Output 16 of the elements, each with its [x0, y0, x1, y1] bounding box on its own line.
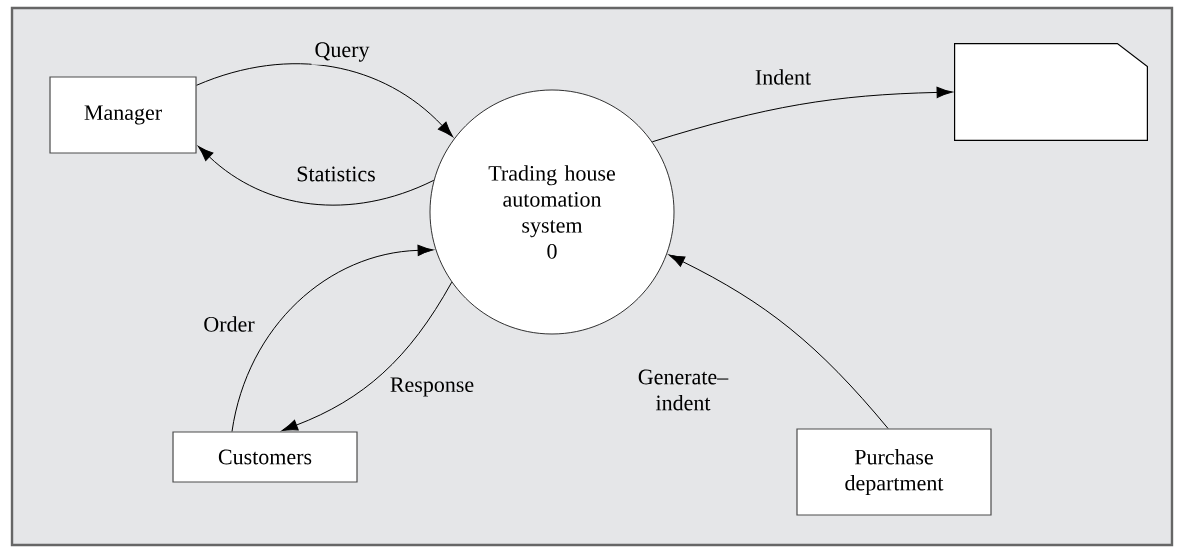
- arrow: [651, 86, 953, 143]
- edge-label: Indent: [751, 66, 815, 88]
- arrow: [196, 63, 454, 138]
- entity-box: Customers: [172, 431, 358, 483]
- edge-label: Query: [311, 39, 373, 65]
- edge-label: Order: [200, 313, 258, 335]
- entity-box: Manager: [49, 76, 197, 154]
- edge-label: Generate– indent: [630, 366, 736, 414]
- edge-label: Statistics: [293, 163, 379, 185]
- document-shape: [954, 43, 1148, 141]
- edge-label: Response: [386, 374, 478, 400]
- arrow: [668, 254, 889, 429]
- arrow: [231, 244, 434, 432]
- arrow: [197, 145, 435, 206]
- arrow: [281, 281, 453, 432]
- entity-box: Purchase department: [796, 428, 992, 516]
